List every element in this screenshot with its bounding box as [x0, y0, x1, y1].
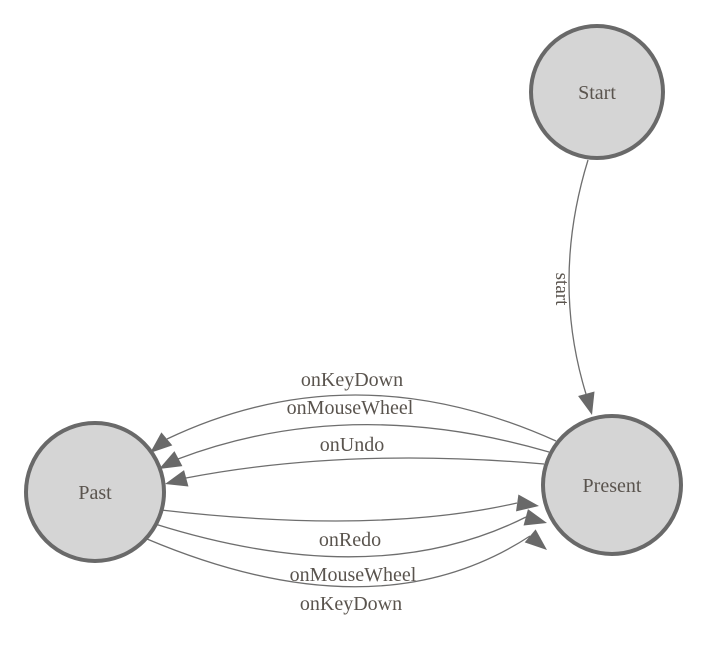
edge-label-group: start onKeyDown onMouseWheel onUndo onRe… [287, 273, 572, 615]
arrowhead-icon [524, 529, 547, 550]
state-node-past[interactable] [24, 421, 166, 563]
edge-label-onmousewheel-top: onMouseWheel [287, 397, 414, 419]
edge-past-to-present-onmousewheel[interactable] [154, 516, 527, 558]
edge-label-onkeydown-top: onKeyDown [301, 369, 403, 391]
edge-present-to-past-onkeydown[interactable] [166, 394, 557, 442]
edge-present-to-past-onmousewheel[interactable] [177, 424, 550, 460]
node-label-group: Start Present Past [78, 82, 642, 504]
state-node-start[interactable] [529, 24, 665, 160]
node-group [24, 24, 683, 563]
node-label-present: Present [583, 475, 642, 497]
edge-label-start: start [551, 273, 572, 306]
node-label-past: Past [78, 482, 112, 504]
edge-past-to-present-onredo[interactable] [160, 502, 518, 522]
edge-start-to-present[interactable] [568, 159, 589, 395]
arrowhead-icon [578, 391, 595, 415]
edge-label-onundo: onUndo [320, 434, 384, 456]
arrowhead-icon [150, 432, 173, 453]
state-node-present[interactable] [541, 414, 683, 556]
edge-present-to-past-onundo[interactable] [185, 457, 545, 479]
arrowhead-icon [165, 470, 189, 487]
arrowhead-icon [159, 451, 183, 469]
node-label-start: Start [578, 82, 616, 104]
arrowhead-icon [516, 494, 539, 512]
arrowhead-icon [523, 509, 547, 526]
edge-label-onkeydown-bottom: onKeyDown [300, 593, 402, 615]
edge-label-onredo: onRedo [319, 529, 381, 551]
arrowhead-group [150, 391, 595, 550]
edge-group [146, 159, 589, 588]
edge-past-to-present-onkeydown[interactable] [146, 535, 531, 588]
edge-label-onmousewheel-bottom: onMouseWheel [290, 564, 417, 586]
